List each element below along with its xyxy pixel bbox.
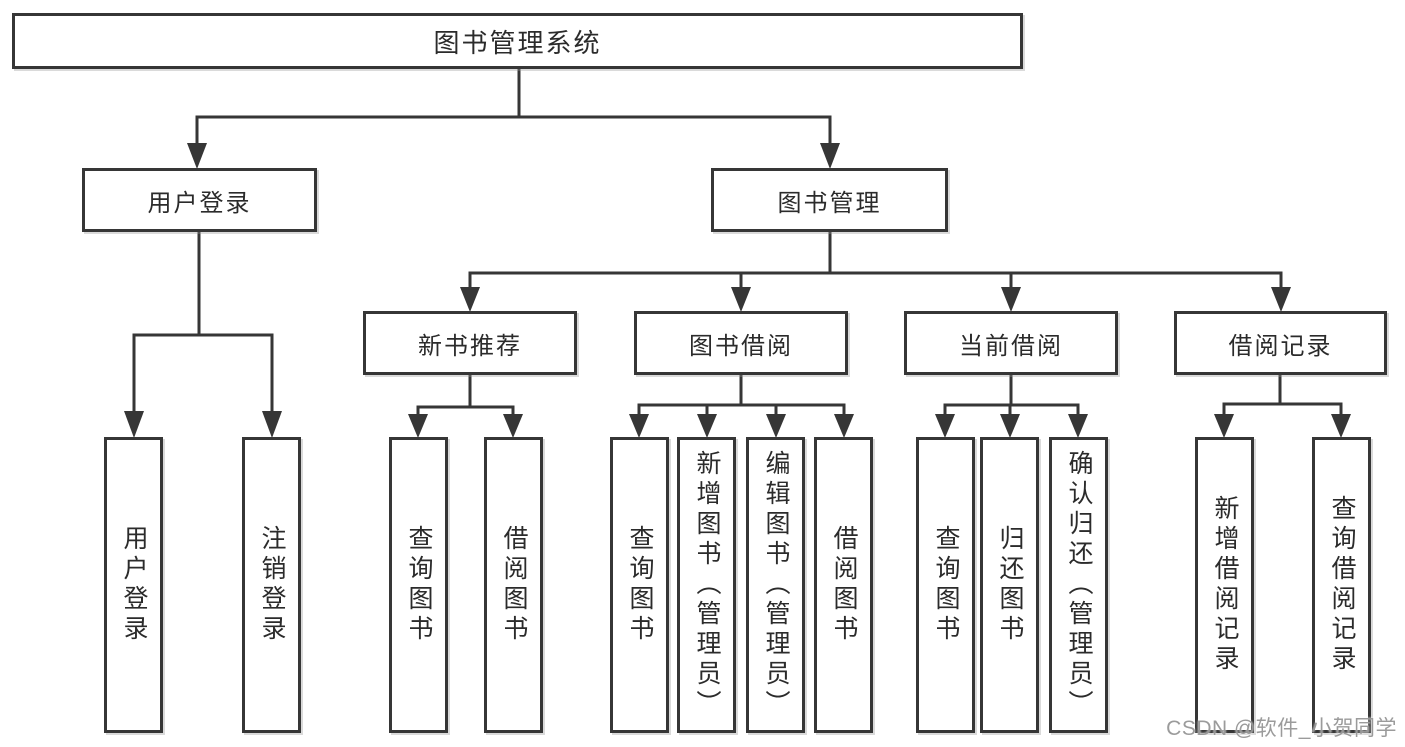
- node-label: 借阅图书: [830, 525, 858, 645]
- node-user-login: 用户登录: [82, 168, 317, 232]
- arrowhead-icon: [766, 414, 786, 438]
- node-leaf-query-borrow-record: 查询借阅记录: [1312, 437, 1371, 733]
- node-current-borrow: 当前借阅: [904, 311, 1118, 375]
- arrowhead-icon: [1214, 414, 1234, 438]
- arrowhead-icon: [460, 287, 480, 312]
- node-leaf-borrow-books: 借阅图书: [814, 437, 873, 733]
- node-label: 归还图书: [996, 525, 1024, 645]
- node-leaf-current-query-books: 查询图书: [916, 437, 975, 733]
- connector-root-to-level2: [195, 69, 832, 144]
- node-label: 编辑图书（管理员）: [762, 450, 790, 720]
- node-label: 用户登录: [120, 525, 148, 645]
- arrowhead-icon: [187, 143, 207, 169]
- arrowhead-icon: [1000, 414, 1020, 438]
- watermark: CSDN @软件_小贺同学: [1166, 717, 1397, 740]
- connector-current-borrow-to-leaves: [943, 375, 1080, 415]
- arrowheads: [124, 143, 1351, 438]
- node-label: 新增图书（管理员）: [693, 450, 721, 720]
- arrowhead-icon: [1271, 287, 1291, 312]
- arrowhead-icon: [1331, 414, 1351, 438]
- arrowhead-icon: [124, 411, 144, 438]
- arrowhead-icon: [697, 414, 717, 438]
- arrowhead-icon: [935, 414, 955, 438]
- node-leaf-rec-query-books: 查询图书: [389, 437, 448, 733]
- node-book-borrow: 图书借阅: [634, 311, 848, 375]
- node-leaf-borrow-query-books: 查询图书: [610, 437, 669, 733]
- arrowhead-icon: [834, 414, 854, 438]
- node-leaf-add-books-admin: 新增图书（管理员）: [677, 437, 736, 733]
- node-label: 确认归还（管理员）: [1065, 450, 1093, 720]
- node-label: 注销登录: [258, 525, 286, 645]
- node-root: 图书管理系统: [12, 13, 1023, 69]
- node-label: 查询借阅记录: [1328, 495, 1356, 675]
- connector-book-borrow-to-leaves: [637, 375, 846, 415]
- node-new-book-rec: 新书推荐: [363, 311, 577, 375]
- node-label: 借阅图书: [500, 525, 528, 645]
- connector-borrow-record-to-leaves: [1222, 375, 1343, 415]
- arrowhead-icon: [408, 414, 428, 438]
- arrowhead-icon: [731, 287, 751, 312]
- arrowhead-icon: [503, 414, 523, 438]
- node-label: 新增借阅记录: [1211, 495, 1239, 675]
- connector-book-mgmt-to-level3: [468, 232, 1283, 288]
- arrowhead-icon: [262, 411, 282, 438]
- node-leaf-edit-books-admin: 编辑图书（管理员）: [746, 437, 805, 733]
- node-leaf-user-login: 用户登录: [104, 437, 163, 733]
- node-borrow-record: 借阅记录: [1174, 311, 1387, 375]
- node-leaf-confirm-return-admin: 确认归还（管理员）: [1049, 437, 1108, 733]
- node-leaf-add-borrow-record: 新增借阅记录: [1195, 437, 1254, 733]
- node-leaf-rec-borrow-books: 借阅图书: [484, 437, 543, 733]
- node-book-mgmt: 图书管理: [711, 168, 948, 232]
- arrowhead-icon: [820, 143, 840, 169]
- node-label: 查询图书: [932, 525, 960, 645]
- node-label: 查询图书: [405, 525, 433, 645]
- arrowhead-icon: [629, 414, 649, 438]
- connector-user-login-to-leaves: [132, 232, 274, 412]
- connector-new-book-rec-to-leaves: [416, 375, 515, 415]
- node-leaf-return-books: 归还图书: [980, 437, 1039, 733]
- node-label: 查询图书: [626, 525, 654, 645]
- arrowhead-icon: [1068, 414, 1088, 438]
- arrowhead-icon: [1001, 287, 1021, 312]
- node-leaf-logout: 注销登录: [242, 437, 301, 733]
